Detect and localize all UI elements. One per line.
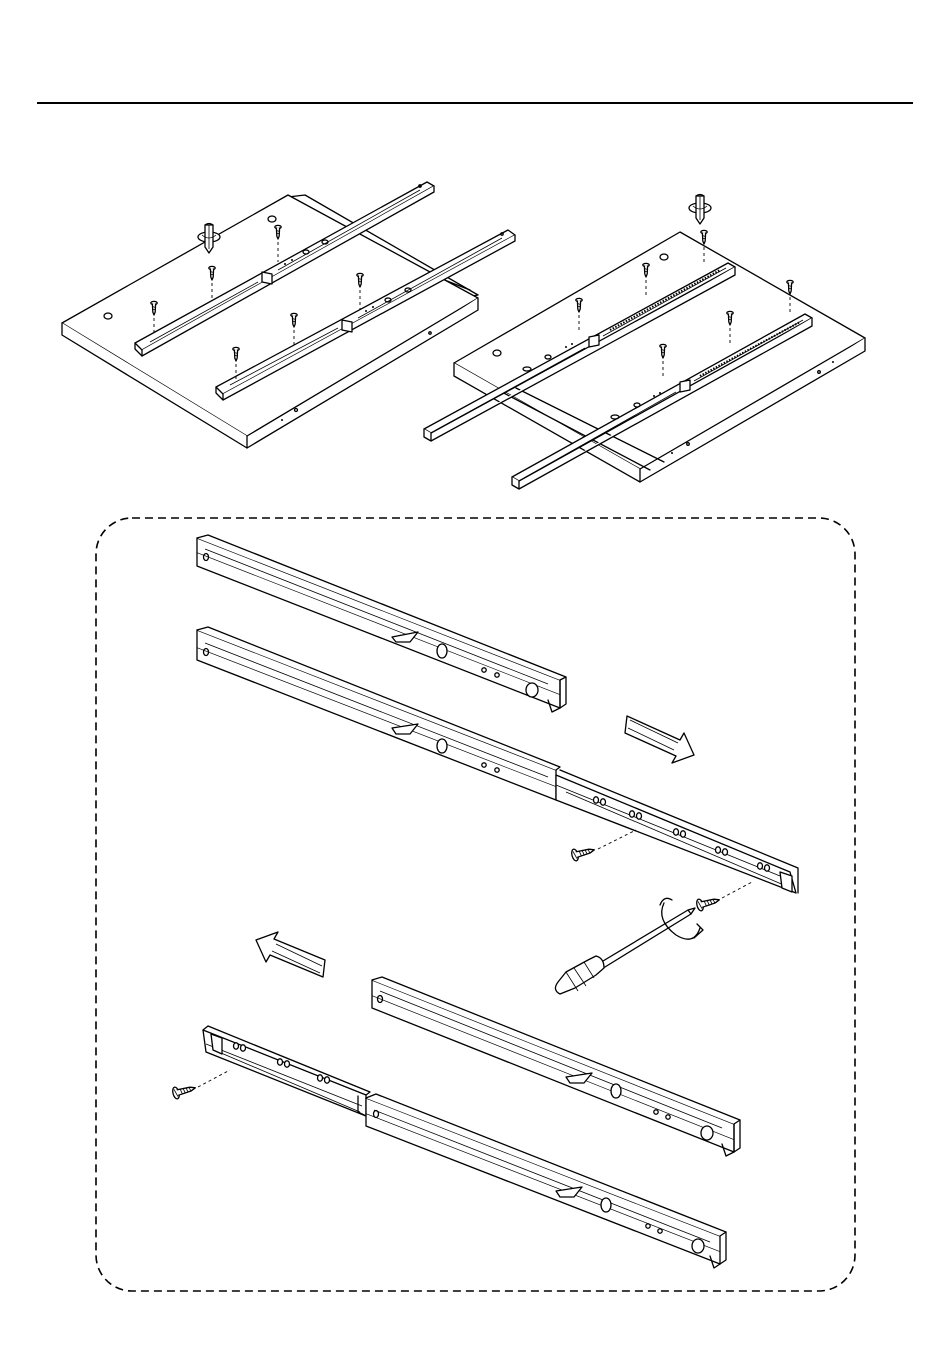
panel-left: [62, 182, 515, 448]
rail-outer-top: [197, 535, 566, 712]
arrow-right-icon: [625, 716, 694, 763]
screw-icon: [172, 1082, 197, 1100]
screw-icon: [696, 894, 721, 912]
rail-assembled-bottom: [172, 1026, 726, 1268]
panel-right: [424, 195, 865, 490]
arrow-left-icon: [256, 932, 325, 977]
screw-icon: [571, 844, 596, 862]
screwdriver-icon: [689, 195, 711, 225]
screwdriver-icon: [555, 898, 703, 994]
